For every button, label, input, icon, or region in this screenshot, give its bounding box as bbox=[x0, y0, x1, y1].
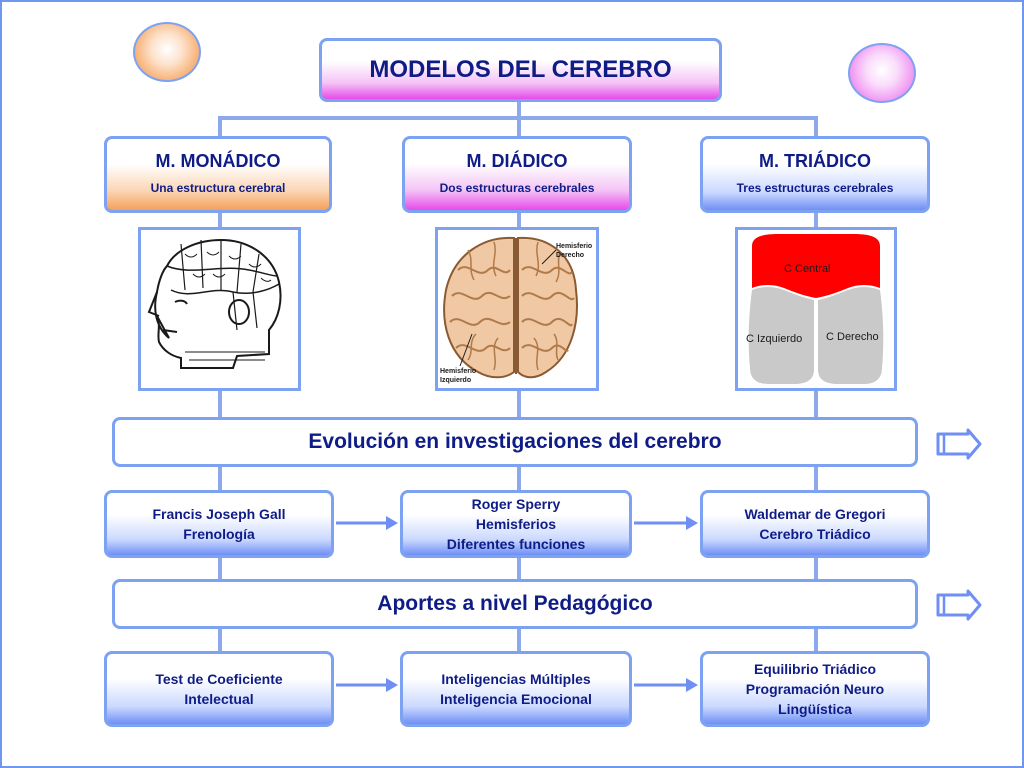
right-label: C Derecho bbox=[826, 331, 879, 343]
connector-right-down bbox=[814, 116, 818, 138]
pedagogy-card-iq: Test de Coeficiente Intelectual bbox=[104, 651, 334, 727]
central-cortex-region bbox=[752, 234, 880, 298]
model-title: M. DIÁDICO bbox=[466, 150, 568, 171]
connector-col3-b bbox=[814, 390, 818, 419]
connector-col3-d bbox=[814, 557, 818, 581]
connector-col1-d bbox=[218, 557, 222, 581]
connector-center-down bbox=[517, 116, 521, 138]
card-line: Equilibrio Triádico bbox=[753, 661, 877, 677]
connector-col2-a bbox=[517, 212, 521, 228]
connector-col2-e bbox=[517, 626, 521, 653]
brain-top-view-illustration: Hemisferio Derecho Hemisferio Izquierdo bbox=[440, 236, 592, 384]
model-title: M. MONÁDICO bbox=[155, 150, 281, 171]
model-description: Una estructura cerebral bbox=[150, 180, 286, 195]
model-box-triadico: M. TRIÁDICO Tres estructuras cerebrales bbox=[700, 136, 930, 213]
evolution-band: Evolución en investigaciones del cerebro bbox=[112, 417, 918, 467]
connector-col2-b bbox=[517, 390, 521, 419]
card-line: Lingüística bbox=[778, 701, 852, 717]
left-hemisphere-label-line2: Izquierdo bbox=[440, 377, 471, 384]
phrenology-head-image bbox=[138, 227, 301, 391]
pink-circle bbox=[848, 43, 916, 103]
connector-title-down bbox=[517, 101, 521, 119]
card-line: Waldemar de Gregori bbox=[744, 506, 886, 522]
card-line: Diferentes funciones bbox=[446, 536, 586, 552]
central-label: C Central bbox=[784, 263, 830, 275]
card-line: Inteligencias Múltiples bbox=[441, 671, 591, 687]
two-hemispheres-brain-image: Hemisferio Derecho Hemisferio Izquierdo bbox=[435, 227, 599, 391]
left-hemisphere-label-line1: Hemisferio bbox=[440, 368, 476, 375]
main-title: MODELOS DEL CEREBRO bbox=[369, 56, 672, 83]
evolution-card-gall: Francis Joseph Gall Frenología bbox=[104, 490, 334, 558]
model-title: M. TRIÁDICO bbox=[759, 150, 871, 171]
right-hemisphere-label-line2: Derecho bbox=[556, 252, 584, 259]
pedagogy-card-intelligences: Inteligencias Múltiples Inteligencia Emo… bbox=[400, 651, 632, 727]
orange-circle bbox=[133, 22, 201, 82]
pedagogy-heading: Aportes a nivel Pedagógico bbox=[377, 592, 653, 615]
model-description: Tres estructuras cerebrales bbox=[736, 180, 894, 195]
triadic-brain-image: C Central C Izquierdo C Derecho bbox=[735, 227, 897, 391]
next-arrow-icon[interactable] bbox=[936, 428, 982, 460]
right-arrow-icon bbox=[334, 675, 400, 695]
card-line: Hemisferios bbox=[475, 516, 557, 532]
phrenology-head-illustration bbox=[147, 238, 282, 369]
model-box-diadico: M. DIÁDICO Dos estructuras cerebrales bbox=[402, 136, 632, 213]
right-arrow-icon bbox=[632, 675, 700, 695]
card-line: Cerebro Triádico bbox=[759, 526, 871, 542]
connector-col2-d bbox=[517, 557, 521, 581]
evolution-card-sperry: Roger Sperry Hemisferios Diferentes func… bbox=[400, 490, 632, 558]
pedagogy-card-triadic: Equilibrio Triádico Programación Neuro L… bbox=[700, 651, 930, 727]
evolution-card-gregori: Waldemar de Gregori Cerebro Triádico bbox=[700, 490, 930, 558]
connector-col2-c bbox=[517, 465, 521, 492]
triadic-brain-diagram: C Central C Izquierdo C Derecho bbox=[746, 234, 884, 384]
evolution-heading: Evolución en investigaciones del cerebro bbox=[308, 430, 722, 453]
card-line: Roger Sperry bbox=[471, 496, 561, 512]
connector-col1-b bbox=[218, 390, 222, 419]
pedagogy-band: Aportes a nivel Pedagógico bbox=[112, 579, 918, 629]
card-line: Inteligencia Emocional bbox=[440, 691, 592, 707]
card-line: Test de Coeficiente bbox=[155, 671, 283, 687]
connector-col1-c bbox=[218, 465, 222, 492]
model-box-monadico: M. MONÁDICO Una estructura cerebral bbox=[104, 136, 332, 213]
connector-col3-e bbox=[814, 626, 818, 653]
card-line: Frenología bbox=[183, 526, 255, 542]
right-arrow-icon bbox=[334, 513, 400, 533]
main-title-box: MODELOS DEL CEREBRO bbox=[319, 38, 722, 102]
model-description: Dos estructuras cerebrales bbox=[439, 180, 595, 195]
card-line: Programación Neuro bbox=[745, 681, 885, 697]
card-line: Francis Joseph Gall bbox=[152, 506, 286, 522]
right-hemisphere-label-line1: Hemisferio bbox=[556, 243, 592, 250]
connector-left-down bbox=[218, 116, 222, 138]
connector-col1-a bbox=[218, 212, 222, 228]
connector-col3-a bbox=[814, 212, 818, 228]
left-label: C Izquierdo bbox=[746, 333, 802, 345]
connector-col1-e bbox=[218, 626, 222, 653]
right-cortex-region bbox=[818, 287, 884, 384]
connector-col3-c bbox=[814, 465, 818, 492]
card-line: Intelectual bbox=[184, 691, 254, 707]
right-arrow-icon bbox=[632, 513, 700, 533]
next-arrow-icon[interactable] bbox=[936, 589, 982, 621]
left-cortex-region bbox=[748, 287, 814, 384]
